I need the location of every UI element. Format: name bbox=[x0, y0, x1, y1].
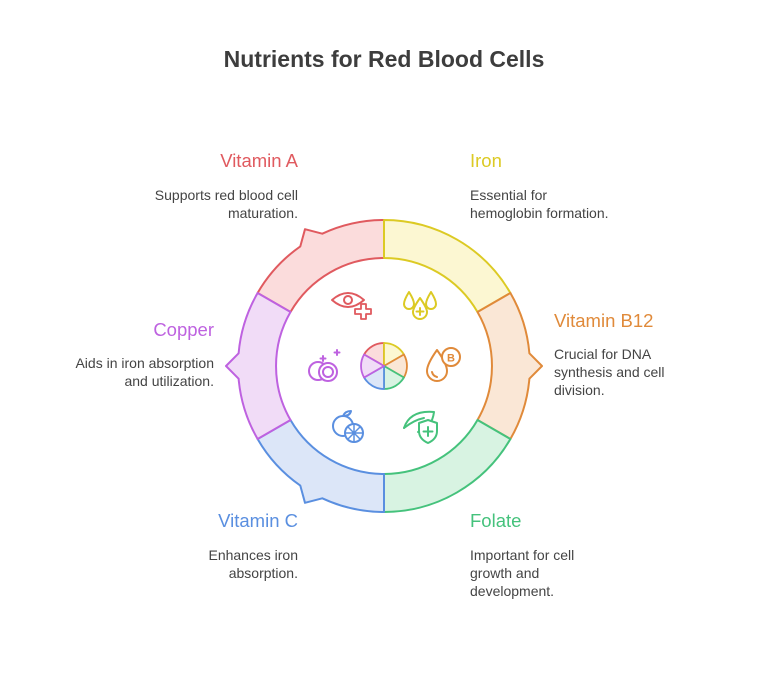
description-line: division. bbox=[554, 382, 605, 398]
description-line: Important for cell bbox=[470, 547, 575, 563]
description-line: Aids in iron absorption bbox=[75, 355, 214, 371]
nutrient-label-vitamin-c: Vitamin C bbox=[218, 510, 298, 531]
nutrient-label-vitamin-b12: Vitamin B12 bbox=[554, 310, 654, 331]
nutrient-label-copper: Copper bbox=[153, 319, 214, 340]
ring-segment-vitamin-c bbox=[256, 419, 385, 513]
description-line: development. bbox=[470, 583, 555, 599]
eye-plus-icon bbox=[331, 292, 372, 320]
nutrient-description-vitamin-c: Enhances iron absorption. bbox=[208, 546, 298, 582]
description-line: and utilization. bbox=[124, 373, 214, 389]
description-line: hemoglobin formation. bbox=[470, 205, 609, 221]
nutrient-description-folate: Important for cell growth and development. bbox=[470, 546, 574, 600]
description-line: Supports red blood cell bbox=[154, 187, 298, 203]
nutrient-description-iron: Essential for hemoglobin formation. bbox=[470, 186, 609, 222]
nutrient-label-vitamin-a: Vitamin A bbox=[220, 150, 298, 171]
nutrient-description-vitamin-a: Supports red blood cell maturation. bbox=[155, 186, 298, 222]
nutrient-description-copper: Aids in iron absorption and utilization. bbox=[75, 354, 214, 390]
center-hub bbox=[360, 342, 408, 390]
description-line: absorption. bbox=[228, 565, 298, 581]
description-line: Crucial for DNA bbox=[554, 346, 652, 362]
drop-b-icon: B bbox=[426, 347, 461, 382]
leaf-shield-icon bbox=[403, 410, 438, 444]
nutrient-label-iron: Iron bbox=[470, 150, 502, 171]
description-line: maturation. bbox=[227, 205, 298, 221]
nutrient-description-vitamin-b12: Crucial for DNA synthesis and cell divisio… bbox=[554, 345, 665, 399]
ring-segment-vitamin-a bbox=[256, 219, 385, 313]
nutrient-label-folate: Folate bbox=[470, 510, 522, 531]
ring-segment-iron bbox=[383, 219, 512, 313]
hub-wedge bbox=[360, 353, 385, 379]
diagram-title: Nutrients for Red Blood Cells bbox=[223, 46, 545, 72]
drops-plus-icon bbox=[403, 291, 437, 320]
description-line: synthesis and cell bbox=[554, 364, 665, 380]
ring-segment-folate bbox=[383, 419, 512, 513]
description-line: Essential for bbox=[470, 187, 548, 203]
citrus-icon bbox=[332, 410, 364, 443]
ring-segment-vitamin-b12 bbox=[476, 292, 543, 440]
ring-segment-copper bbox=[225, 292, 292, 440]
svg-text:B: B bbox=[447, 353, 455, 365]
coins-sparkle-icon bbox=[308, 349, 341, 382]
description-line: growth and bbox=[470, 565, 540, 581]
description-line: Enhances iron bbox=[208, 547, 298, 563]
